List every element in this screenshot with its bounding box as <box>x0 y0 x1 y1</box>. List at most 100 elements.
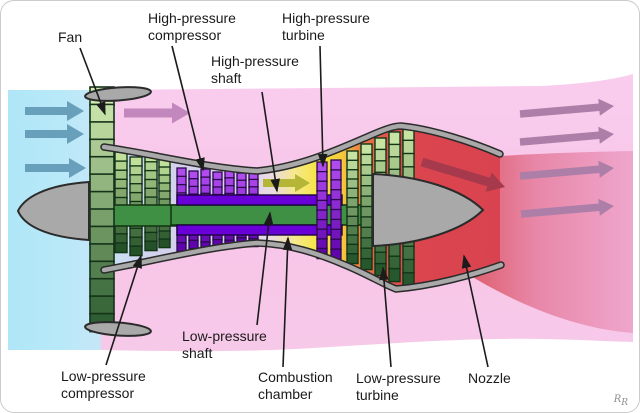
fan-blade-segment <box>89 243 115 263</box>
lp-turbine-blade-segment <box>402 152 415 169</box>
intake-flow-arrow-icon <box>25 158 86 178</box>
hp-shaft-lower <box>176 224 343 236</box>
hp-turbine-blade-segment <box>330 179 342 191</box>
lp-turbine-blade-segment <box>402 245 415 261</box>
lp-compressor-blade-segment <box>129 174 143 186</box>
bypass-flow-arrow-icon <box>124 102 190 124</box>
lp-turbine-blade-segment <box>360 237 373 250</box>
fan-blade-segment <box>89 155 115 176</box>
fan-case-top <box>84 86 152 102</box>
signature-letter-2: R <box>621 398 628 408</box>
hp-turbine-blade-column <box>330 159 342 261</box>
outlet-flow-arrow-icon <box>519 126 614 146</box>
hp-turbine-blade-segment <box>316 180 328 193</box>
hp-turbine-blade-segment <box>330 198 342 211</box>
core-flow-arrow-icon <box>263 174 310 192</box>
label-fan: Fan <box>58 29 83 45</box>
lp-turbine-blade-segment <box>374 160 387 174</box>
hp-turbine-blade-segment <box>316 190 328 202</box>
outlet-flow-arrow-icon <box>519 98 614 118</box>
lp-turbine-blade-segment <box>346 234 359 246</box>
lp-turbine-blade-segment <box>346 215 359 227</box>
hp-turbine-blade-segment <box>316 161 328 173</box>
lp-compressor-blade-segment <box>114 233 128 245</box>
leader-lp-compressor <box>105 254 142 366</box>
lp-compressor-blade-segment <box>144 187 158 199</box>
lp-turbine-blade-segment <box>374 148 387 163</box>
lp-turbine-blade-segment <box>360 257 373 271</box>
outlet-flow-arrow-icon <box>519 160 614 180</box>
lp-compressor-blade-segment <box>129 236 143 248</box>
lp-turbine-blade-segment <box>388 131 401 146</box>
lp-turbine-blade-segment <box>374 137 387 151</box>
leader-hp-shaft <box>261 91 280 193</box>
fan-blade-segment <box>89 121 115 141</box>
hp-turbine-blade-segment <box>330 238 342 251</box>
lp-turbine-blade-column <box>360 143 373 271</box>
fan-blade-segment <box>89 190 115 211</box>
lp-turbine-blade-segment <box>360 174 373 188</box>
leader-hp-compressor <box>171 45 205 172</box>
leader-lp-shaft <box>256 211 274 326</box>
lp-turbine-blade-column <box>346 150 359 265</box>
lp-compressor-blade-segment <box>114 169 128 181</box>
lp-compressor-blade-column <box>114 151 128 254</box>
hp-compressor-blade-segment <box>200 168 211 179</box>
fan-blade-segment <box>89 295 115 315</box>
hp-compressor-blade-segment <box>176 233 187 244</box>
label-lp-compressor: Low-pressure compressor <box>61 368 146 401</box>
lp-turbine-blade-segment <box>360 216 373 229</box>
lp-turbine-blade-segment <box>360 164 373 177</box>
lp-compressor-blade-segment <box>144 240 158 252</box>
tail-cone <box>372 172 485 248</box>
lp-turbine-blade-segment <box>346 159 359 171</box>
label-combustion-chamber: Combustion chamber <box>258 369 333 402</box>
lp-turbine-blade-segment <box>346 178 359 190</box>
hp-compressor-blade-segment <box>176 167 187 178</box>
label-lp-turbine: Low-pressure turbine <box>356 370 441 403</box>
hp-compressor-blade-segment <box>200 184 211 195</box>
lp-turbine-blade-segment <box>360 226 373 240</box>
lp-turbine-blade-segment <box>360 184 373 198</box>
lp-compressor-blade-segment <box>129 191 143 203</box>
lp-compressor-blade-segment <box>144 161 158 172</box>
leader-combustion-chamber <box>282 236 293 368</box>
lp-compressor-blade-segment <box>114 187 128 199</box>
lp-turbine-blade-segment <box>388 143 401 159</box>
hp-compressor-blade-segment <box>200 176 211 187</box>
lp-compressor-blade-segment <box>114 242 128 254</box>
hp-turbine-blade-segment <box>330 189 342 201</box>
lp-compressor-blade-segment <box>114 178 128 190</box>
label-hp-turbine: High-pressure turbine <box>282 10 370 43</box>
lp-turbine-blade-segment <box>346 196 359 209</box>
label-leader-lines <box>79 45 489 368</box>
lp-compressor-blade-segment <box>144 178 158 190</box>
lp-compressor-blade-segment <box>144 231 158 243</box>
lp-turbine-blade-segment <box>346 187 359 199</box>
leader-fan <box>79 47 106 116</box>
lp-turbine-blade-segment <box>388 156 401 171</box>
hp-shaft-upper <box>176 194 343 206</box>
lp-compressor-blade-segment <box>129 227 143 239</box>
hp-turbine-blade-segment <box>330 159 342 172</box>
leader-nozzle <box>461 254 489 368</box>
lp-turbine-blade-segment <box>374 251 387 265</box>
hp-turbine-blade-segment <box>316 238 328 250</box>
lp-turbine-blade-segment <box>346 252 359 265</box>
hp-turbine-blade-segment <box>330 218 342 231</box>
intake-flow-arrow-icon <box>25 124 84 144</box>
lp-turbine-blade-segment <box>346 224 359 237</box>
hp-compressor-blade-segment <box>176 183 187 195</box>
lp-compressor-blade-segment <box>144 169 158 181</box>
lp-compressor-blade-segment <box>129 245 143 257</box>
lp-turbine-blade-segment <box>360 143 373 156</box>
outlet-flow-arrow-icon <box>520 198 614 218</box>
hp-compressor-blade-segment <box>224 184 235 195</box>
hp-turbine-blade-segment <box>316 218 328 231</box>
intake-flow-arrow-icon <box>25 101 84 121</box>
lp-turbine-blade-segment <box>388 255 401 270</box>
lp-turbine-blade-segment <box>360 195 373 208</box>
lp-compressor-blade-segment <box>129 156 143 168</box>
